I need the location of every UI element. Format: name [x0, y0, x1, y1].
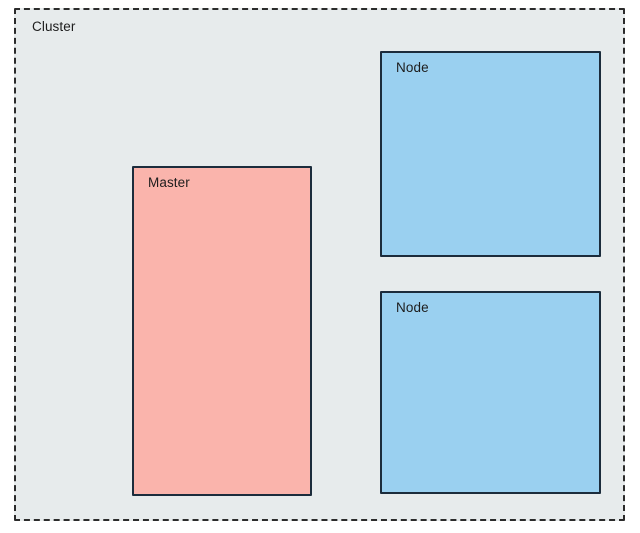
worker-node-2[interactable]: Node — [380, 291, 601, 494]
worker-node-1-label: Node — [396, 60, 429, 75]
master-node[interactable]: Master — [132, 166, 312, 496]
master-node-label: Master — [148, 175, 190, 190]
worker-node-1[interactable]: Node — [380, 51, 601, 257]
cluster-container[interactable]: Cluster Master Node Node — [14, 8, 625, 521]
worker-node-2-label: Node — [396, 300, 429, 315]
cluster-label: Cluster — [32, 19, 76, 34]
